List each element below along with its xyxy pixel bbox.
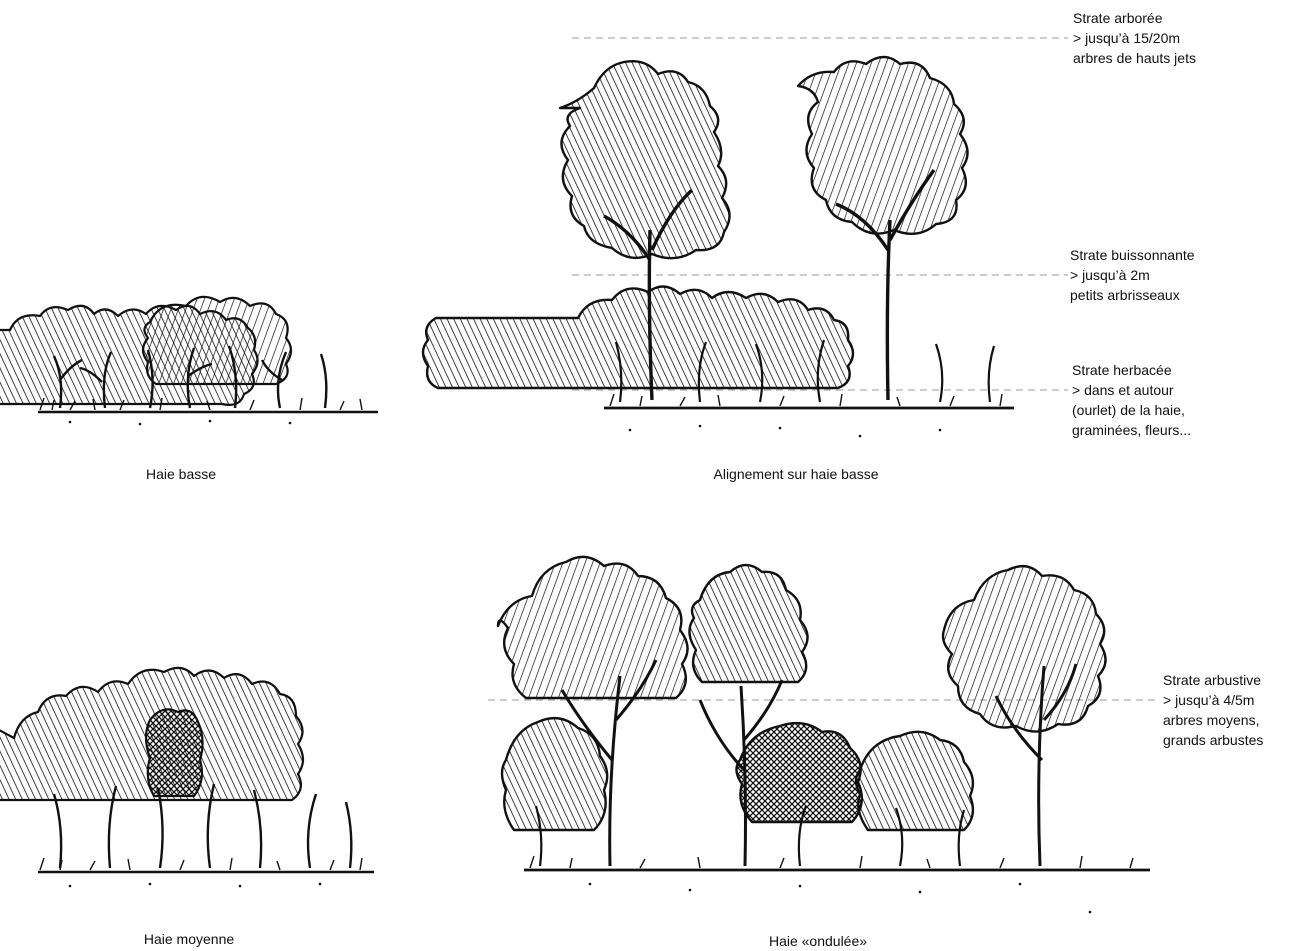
- stratum-label-arbustive: Strate arbustive > jusqu’à 4/5m arbres m…: [1163, 670, 1263, 750]
- stratum-buissonnante-desc: petits arbrisseaux: [1070, 285, 1195, 305]
- stratum-arboree-desc: arbres de hauts jets: [1073, 48, 1196, 68]
- caption-alignement: Alignement sur haie basse: [714, 465, 879, 483]
- stratum-buissonnante-title: Strate buissonnante: [1070, 245, 1195, 265]
- stratum-herbacee-desc: graminées, fleurs...: [1072, 420, 1191, 440]
- stratum-herbacee-title: Strate herbacée: [1072, 360, 1191, 380]
- illustration-haie-moyenne: [0, 668, 374, 872]
- stratum-herbacee-where: > dans et autour: [1072, 380, 1191, 400]
- stratum-label-arboree: Strate arborée > jusqu’à 15/20m arbres d…: [1073, 8, 1196, 68]
- illustration-haie-basse: [0, 297, 378, 412]
- stratum-arboree-title: Strate arborée: [1073, 8, 1196, 28]
- stratum-label-herbacee: Strate herbacée > dans et autour (ourlet…: [1072, 360, 1191, 440]
- stratum-arbustive-title: Strate arbustive: [1163, 670, 1263, 690]
- stratum-buissonnante-height: > jusqu’à 2m: [1070, 265, 1195, 285]
- caption-haie-moyenne: Haie moyenne: [144, 930, 234, 948]
- stratum-arbustive-desc-2: grands arbustes: [1163, 730, 1263, 750]
- stratum-label-buissonnante: Strate buissonnante > jusqu’à 2m petits …: [1070, 245, 1195, 305]
- stratum-arbustive-height: > jusqu’à 4/5m: [1163, 690, 1263, 710]
- caption-haie-basse: Haie basse: [146, 465, 216, 483]
- stratum-arbustive-desc: arbres moyens,: [1163, 710, 1263, 730]
- stratum-herbacee-where-2: (ourlet) de la haie,: [1072, 400, 1191, 420]
- illustration-alignement: [423, 57, 1014, 408]
- caption-haie-ondulee: Haie «ondulée»: [769, 932, 867, 950]
- stratum-arboree-height: > jusqu’à 15/20m: [1073, 28, 1196, 48]
- illustration-haie-ondulee: [498, 557, 1150, 870]
